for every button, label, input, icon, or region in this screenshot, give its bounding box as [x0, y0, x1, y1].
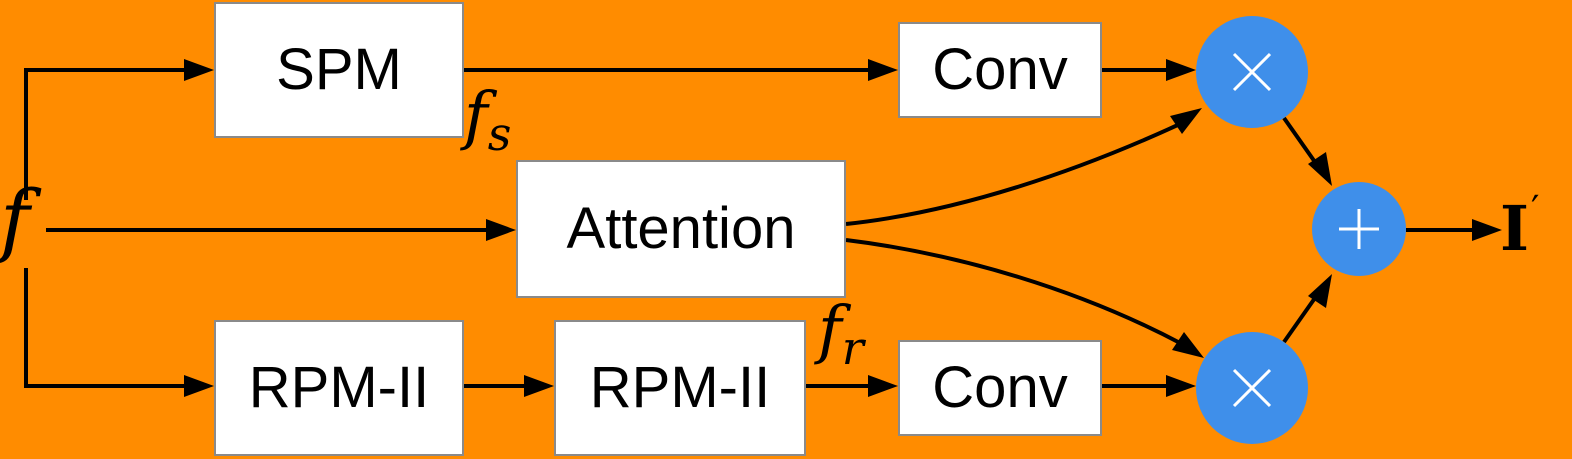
fr-label: fr [818, 298, 864, 371]
input-to-spm-line [24, 68, 190, 200]
fs-base: f [464, 79, 488, 153]
rpm-ii-second-label: RPM-II [589, 355, 771, 420]
arrowhead [1170, 108, 1202, 134]
multiply-node-top [1196, 16, 1308, 128]
output-base: I [1500, 192, 1530, 265]
arrowhead [1166, 375, 1196, 397]
spm-block: SPM [214, 2, 464, 138]
attention-to-multiply-top-curve [845, 122, 1181, 226]
conv-bottom-label: Conv [932, 355, 1068, 420]
conv-block-top: Conv [898, 22, 1102, 118]
plus-icon [1339, 209, 1379, 249]
arrowhead [1308, 274, 1332, 308]
arrowhead [524, 375, 554, 397]
output-prime: ′ [1531, 187, 1540, 232]
arrowhead [1308, 152, 1332, 186]
rpm-ii-block-second: RPM-II [554, 320, 806, 456]
input-label-f: f [0, 180, 30, 260]
arrowhead [868, 59, 898, 81]
arrowhead [868, 375, 898, 397]
fs-label: fs [464, 84, 511, 157]
fr-base: f [818, 293, 842, 367]
arrowhead [486, 219, 516, 241]
conv-block-bottom: Conv [898, 340, 1102, 436]
rpm-ii-first-label: RPM-II [248, 355, 430, 420]
attention-label: Attention [566, 196, 796, 261]
fr-subscript: r [841, 320, 864, 375]
attention-block: Attention [516, 160, 846, 298]
rpm-ii-block-first: RPM-II [214, 320, 464, 456]
arrowhead [1172, 332, 1204, 358]
arrowhead [1166, 59, 1196, 81]
multiply-icon [1232, 52, 1272, 92]
attention-to-multiply-bottom-curve [845, 238, 1183, 346]
arrowhead [184, 59, 214, 81]
output-label: I′ [1500, 191, 1539, 260]
spm-label: SPM [276, 37, 402, 102]
conv-top-label: Conv [932, 37, 1068, 102]
multiply-icon [1232, 368, 1272, 408]
arrowhead [184, 375, 214, 397]
fs-subscript: s [487, 106, 512, 161]
arrowhead [1472, 219, 1502, 241]
input-f-text: f [0, 173, 30, 266]
input-to-rpm-line [24, 268, 190, 388]
multiply-node-bottom [1196, 332, 1308, 444]
add-node [1312, 182, 1406, 276]
